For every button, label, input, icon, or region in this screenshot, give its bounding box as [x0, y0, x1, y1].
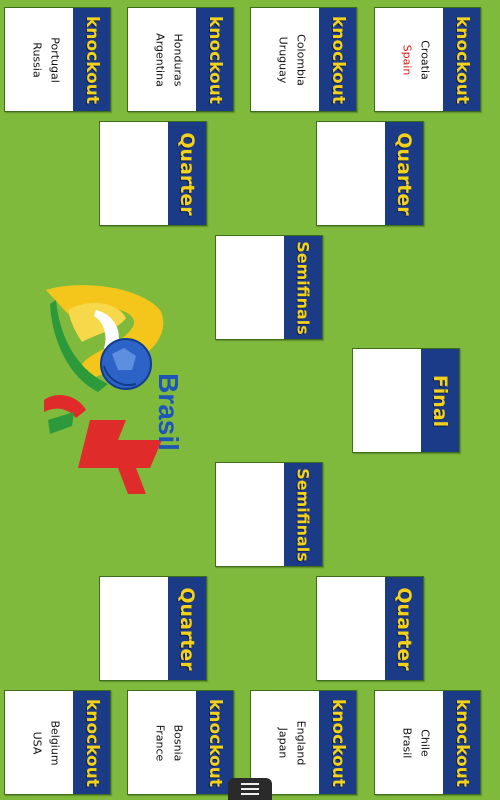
match-slot	[100, 122, 168, 225]
match-teams: England Japan	[251, 691, 319, 794]
round-header: Quarter	[168, 122, 206, 225]
round-header: knockout	[196, 691, 233, 794]
match-teams: Bosnia France	[128, 691, 196, 794]
team-name: England	[294, 720, 308, 765]
round-label: knockout	[451, 698, 472, 787]
match-teams: Belgium USA	[5, 691, 73, 794]
team-name: Croatia	[418, 39, 432, 80]
match-slot	[216, 236, 284, 339]
round-label: Semifinals	[293, 467, 313, 562]
round-label: Quarter	[176, 131, 198, 216]
knockout-card-portugal-russia[interactable]: Portugal Russia knockout	[4, 7, 111, 112]
knockout-card-honduras-argentina[interactable]: Honduras Argentina knockout	[127, 7, 234, 112]
match-teams: Colombia Uruguay	[251, 8, 319, 111]
team-name: Bosnia	[171, 724, 185, 761]
quarter-card-top-right[interactable]: Quarter	[316, 121, 424, 226]
match-teams: Portugal Russia	[5, 8, 73, 111]
knockout-card-colombia-uruguay[interactable]: Colombia Uruguay knockout	[250, 7, 357, 112]
round-label: knockout	[204, 15, 225, 104]
round-label: knockout	[81, 15, 102, 104]
team-name: Uruguay	[276, 36, 290, 83]
round-header: knockout	[319, 691, 356, 794]
round-header: knockout	[443, 691, 480, 794]
team-name: Belgium	[48, 719, 62, 766]
final-card[interactable]: Final	[352, 348, 460, 453]
menu-icon-line	[241, 788, 259, 790]
round-label: Final	[429, 374, 451, 427]
match-slot	[100, 577, 168, 680]
quarter-card-bottom-left[interactable]: Quarter	[99, 576, 207, 681]
match-teams: Croatia Spain	[375, 8, 443, 111]
round-label: Quarter	[393, 131, 415, 216]
logo-brasil-label: Brasil	[153, 373, 184, 451]
team-name: Japan	[276, 727, 290, 758]
menu-icon-line	[241, 793, 259, 795]
round-label: Semifinals	[293, 240, 313, 335]
round-label: knockout	[327, 15, 348, 104]
round-label: knockout	[81, 698, 102, 787]
round-header: Final	[421, 349, 459, 452]
match-slot	[353, 349, 421, 452]
menu-icon-line	[241, 783, 259, 785]
round-header: knockout	[73, 691, 110, 794]
round-header: knockout	[73, 8, 110, 111]
team-name: Chile	[418, 728, 432, 757]
world-cup-logo	[38, 280, 198, 510]
round-header: Quarter	[385, 577, 423, 680]
knockout-card-bosnia-france[interactable]: Bosnia France knockout	[127, 690, 234, 795]
team-name: Honduras	[171, 33, 185, 86]
round-header: Semifinals	[284, 236, 322, 339]
round-label: Quarter	[393, 586, 415, 671]
round-header: knockout	[443, 8, 480, 111]
quarter-card-top-left[interactable]: Quarter	[99, 121, 207, 226]
round-label: knockout	[327, 698, 348, 787]
round-label: knockout	[204, 698, 225, 787]
match-slot	[317, 577, 385, 680]
round-header: Quarter	[385, 122, 423, 225]
team-name: USA	[30, 731, 44, 754]
knockout-card-belgium-usa[interactable]: Belgium USA knockout	[4, 690, 111, 795]
team-name: France	[153, 724, 167, 761]
round-header: Semifinals	[284, 463, 322, 566]
match-slot	[216, 463, 284, 566]
quarter-card-bottom-right[interactable]: Quarter	[316, 576, 424, 681]
team-name: Argentina	[153, 32, 167, 87]
round-header: knockout	[196, 8, 233, 111]
round-header: Quarter	[168, 577, 206, 680]
round-label: Quarter	[176, 586, 198, 671]
world-cup-emblem-icon	[44, 285, 164, 494]
match-teams: Chile Brasil	[375, 691, 443, 794]
team-name: Colombia	[294, 33, 308, 86]
menu-handle-button[interactable]	[228, 778, 272, 800]
round-label: knockout	[451, 15, 472, 104]
round-header: knockout	[319, 8, 356, 111]
knockout-card-england-japan[interactable]: England Japan knockout	[250, 690, 357, 795]
team-name: Portugal	[48, 36, 62, 83]
semifinal-card-bottom[interactable]: Semifinals	[215, 462, 323, 567]
match-teams: Honduras Argentina	[128, 8, 196, 111]
knockout-card-croatia-spain[interactable]: Croatia Spain knockout	[374, 7, 481, 112]
logo-brasil-text: Brasil	[148, 362, 188, 462]
team-name: Spain	[400, 44, 414, 75]
match-slot	[317, 122, 385, 225]
team-name: Brasil	[400, 727, 414, 758]
team-name: Russia	[30, 41, 44, 78]
semifinal-card-top[interactable]: Semifinals	[215, 235, 323, 340]
knockout-card-chile-brasil[interactable]: Chile Brasil knockout	[374, 690, 481, 795]
